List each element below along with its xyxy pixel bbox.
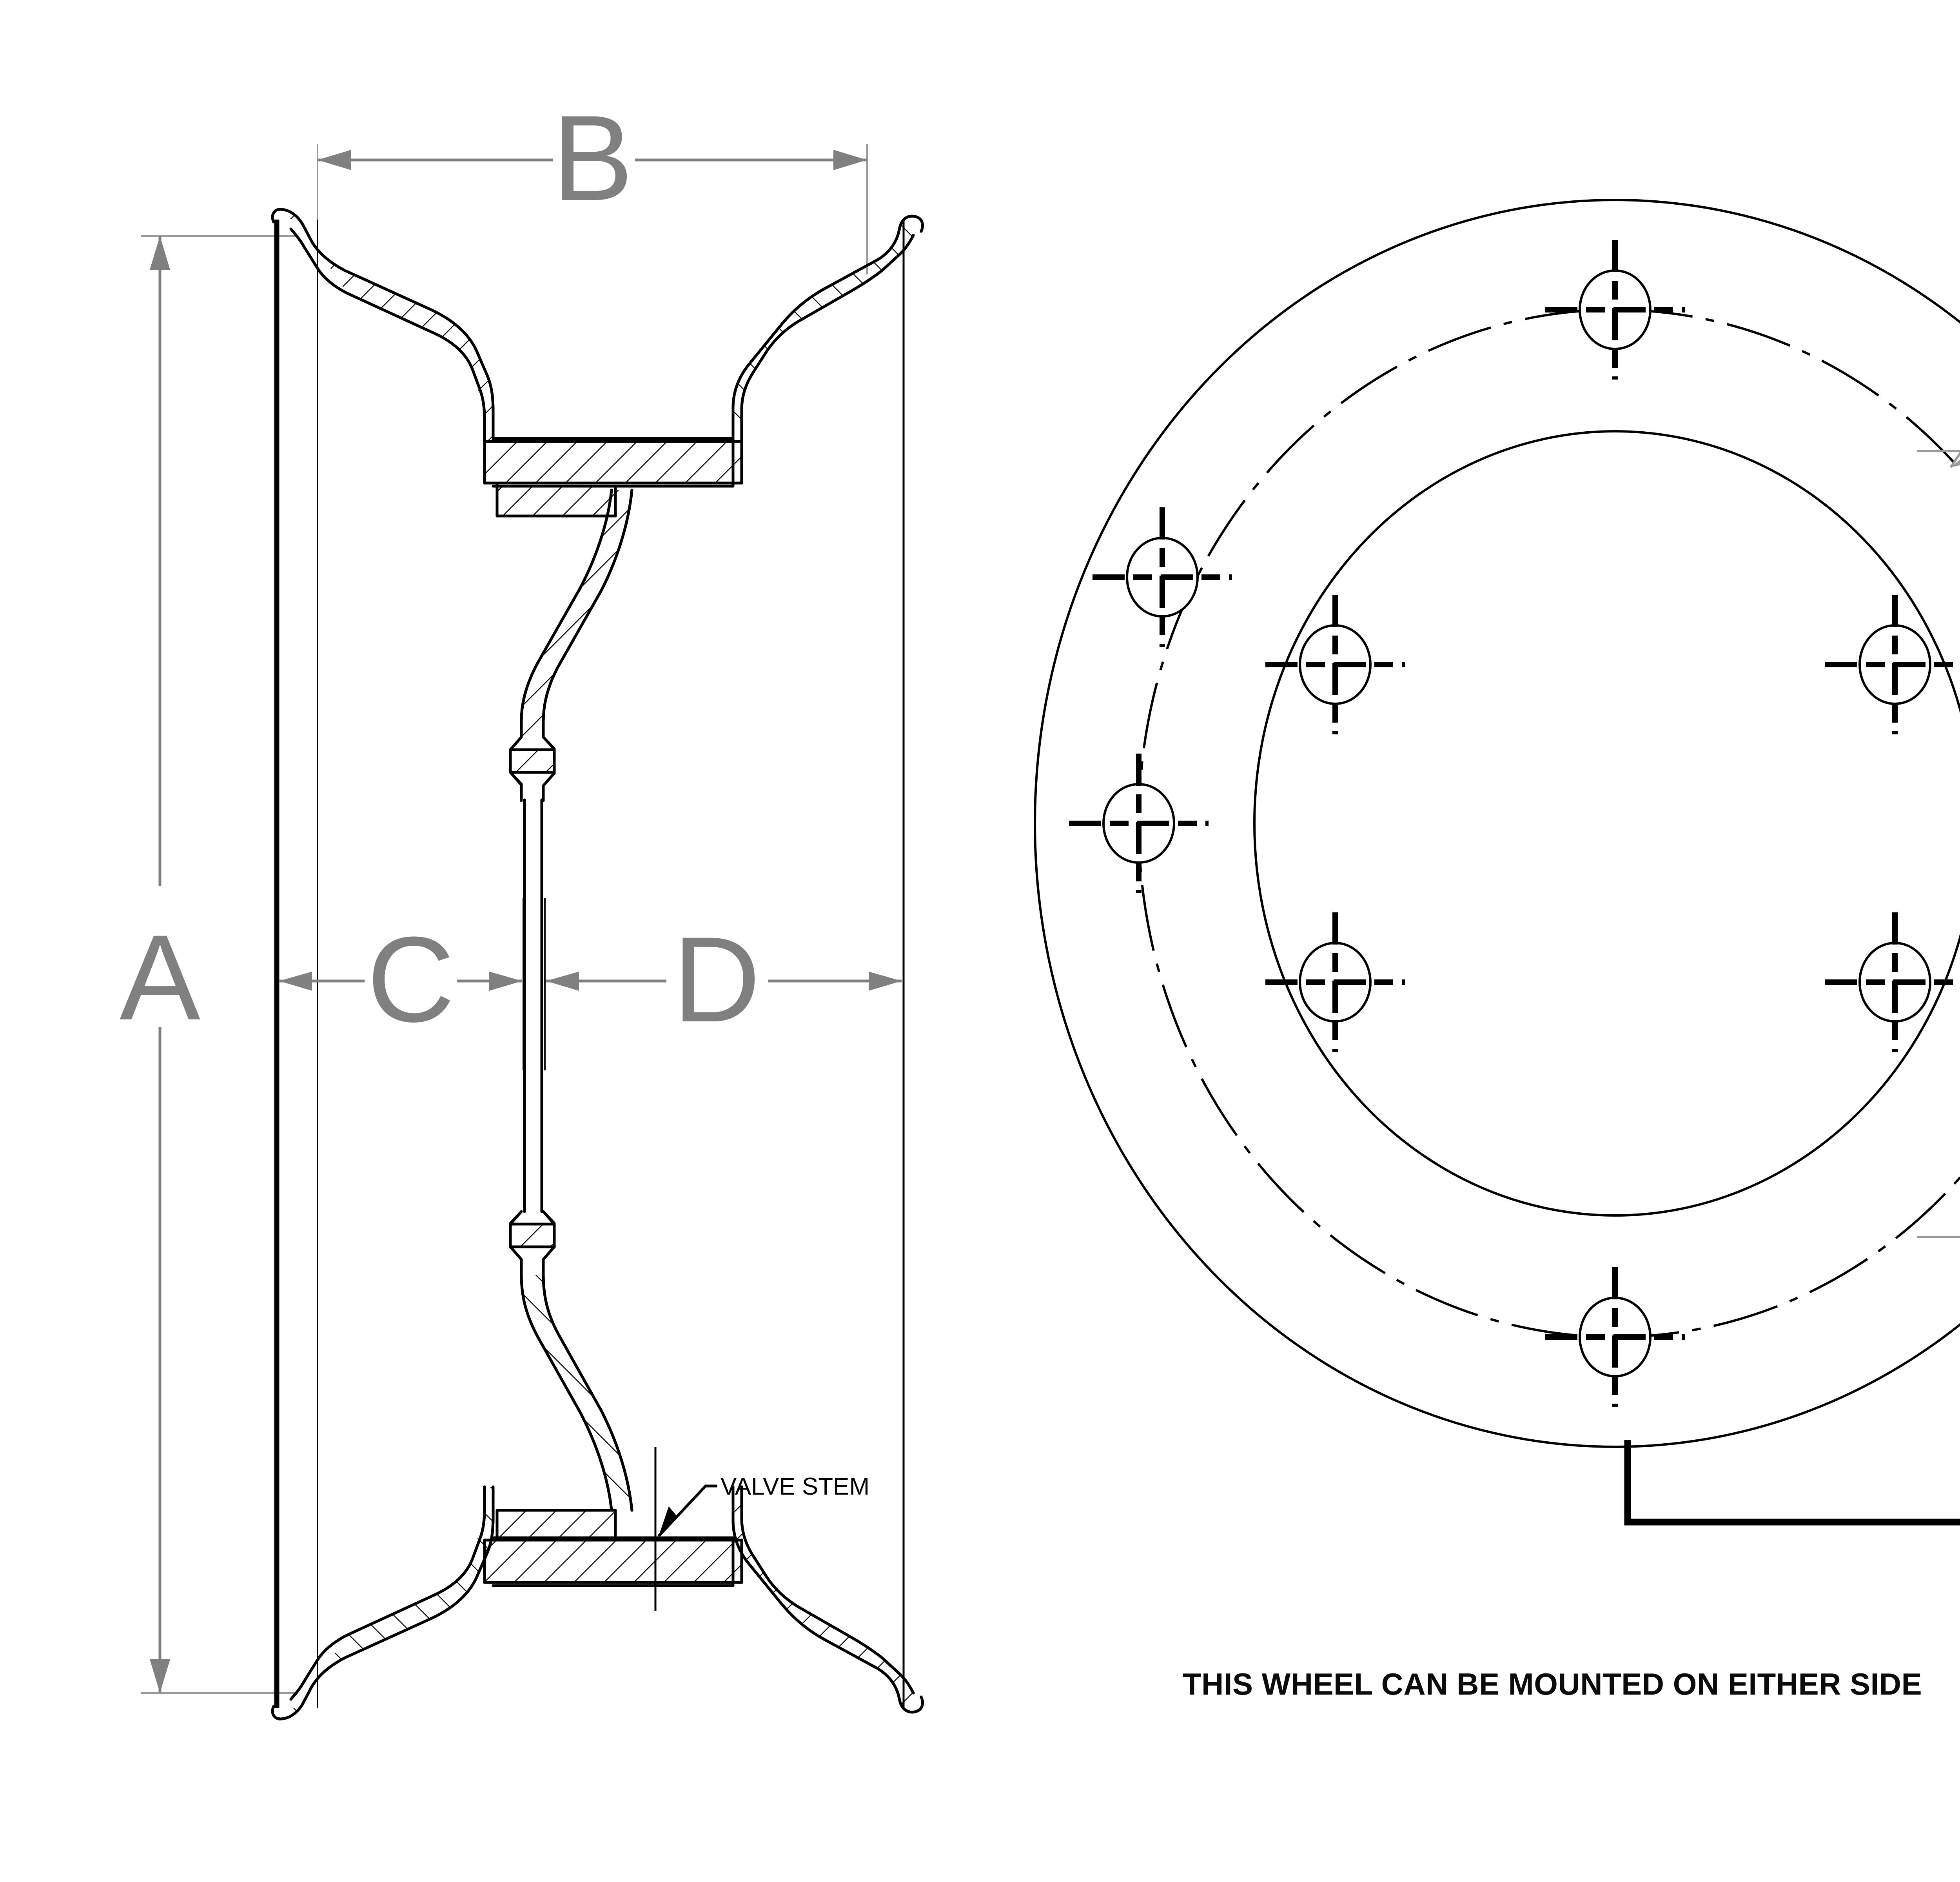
bolt-hole (1265, 912, 1405, 1052)
bolt-hole (1093, 507, 1232, 647)
dimension-c: C (279, 911, 522, 1047)
section-hatching (274, 209, 915, 1719)
bolt-hole (1825, 912, 1960, 1052)
dim-a-extension-lines (141, 235, 298, 1694)
dimension-e: E (1949, 451, 1960, 468)
valve-stem-label: VALVE STEM (720, 1473, 869, 1500)
section-view: A B (120, 90, 924, 1720)
dimension-d: D (546, 911, 902, 1047)
hub-bore-circle (1253, 430, 1960, 1217)
face-view: E F THIS WHEEL CAN BE MOUNTED ON EITHER … (1034, 199, 1960, 1701)
bolt-hole (1545, 240, 1685, 380)
bolt-hole (1069, 754, 1209, 893)
dimension-label-d: D (673, 911, 760, 1047)
bolt-hole-group (1069, 240, 1960, 1407)
valve-stem-annotation: VALVE STEM (654, 1447, 869, 1611)
dimension-a: A (120, 236, 201, 1693)
section-construction-lines (274, 220, 905, 1708)
detail-leader-arrow (1624, 1440, 1960, 1526)
dimension-b: B (318, 90, 867, 226)
dimension-label-a: A (120, 909, 201, 1045)
dimension-label-c: C (367, 911, 455, 1047)
dimension-label-b: B (552, 90, 633, 226)
bolt-hole (1545, 1267, 1685, 1407)
bolt-hole (1265, 595, 1405, 734)
mounting-caption: THIS WHEEL CAN BE MOUNTED ON EITHER SIDE (1183, 1667, 1922, 1701)
bolt-hole (1825, 595, 1960, 734)
wheel-section-outline-overlay (271, 208, 924, 1720)
